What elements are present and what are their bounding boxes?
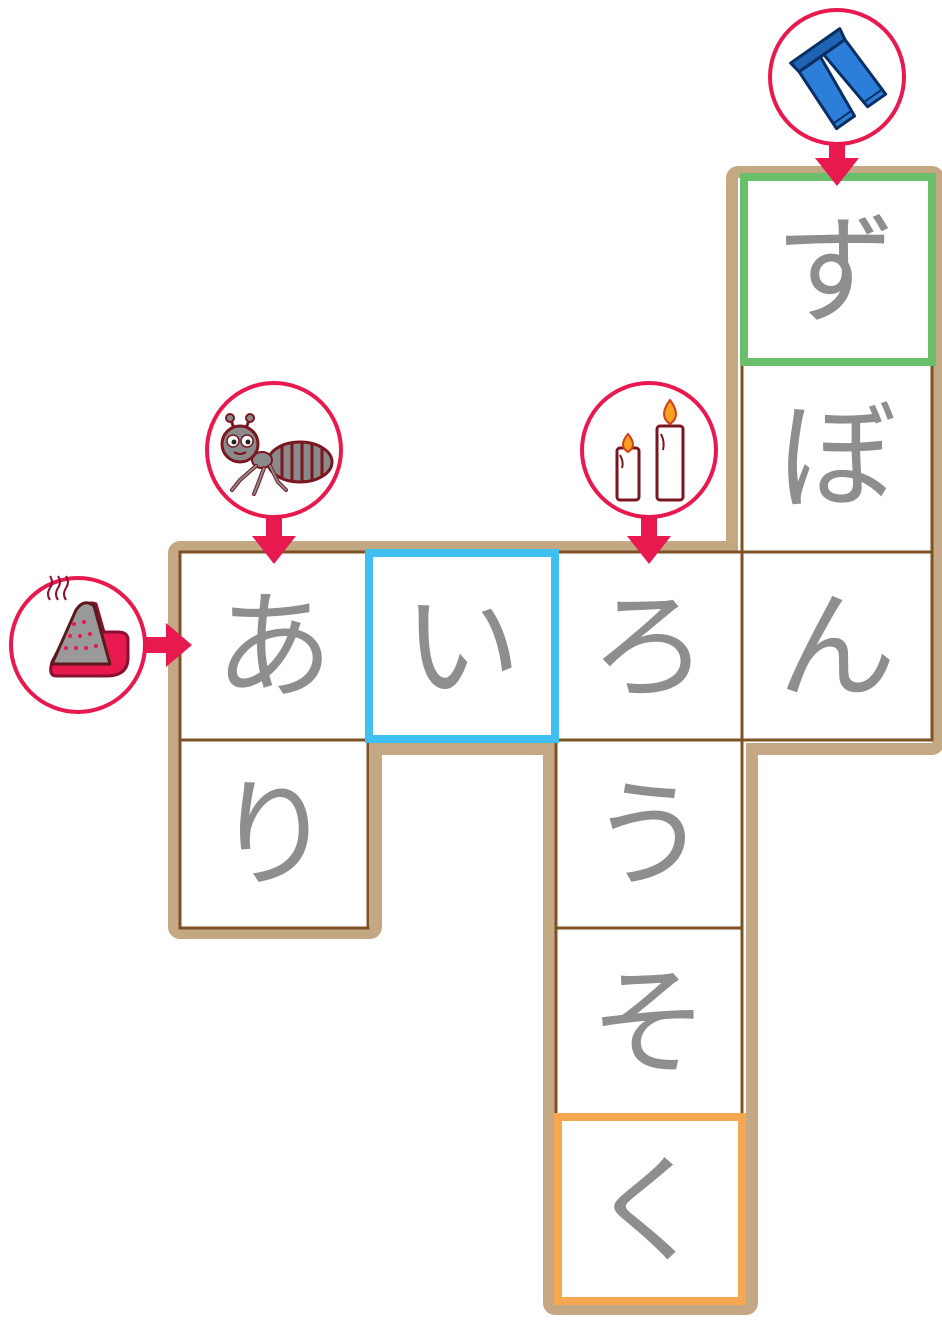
clue-arrows [146, 142, 859, 667]
kana-u: う [590, 766, 708, 904]
kana-a: あ [215, 578, 333, 716]
kana-zu: ず [778, 202, 896, 340]
kana-letters: ず ぼ ん あ い ろ り う そ く [215, 202, 896, 1280]
arrow-down-zu [815, 142, 859, 186]
kana-ri: り [215, 766, 333, 904]
arrow-down-a [252, 518, 296, 564]
kana-ro: ろ [590, 578, 708, 716]
cell-ri[interactable] [178, 738, 370, 930]
kana-so: そ [590, 954, 708, 1092]
arrow-down-ro [627, 518, 671, 564]
pants-icon [768, 8, 906, 146]
iron-icon [9, 575, 147, 714]
kana-i: い [403, 578, 521, 716]
arrow-right-a [146, 623, 192, 667]
kana-bo: ぼ [778, 388, 896, 526]
highlight-ku [554, 1113, 746, 1305]
clue-circles [9, 8, 906, 714]
highlight-i [365, 549, 559, 743]
candles-icon [580, 381, 718, 519]
kana-n: ん [778, 578, 896, 716]
ant-icon [205, 381, 343, 519]
kana-ku: く [590, 1142, 708, 1280]
cell-ro[interactable] [554, 550, 744, 742]
